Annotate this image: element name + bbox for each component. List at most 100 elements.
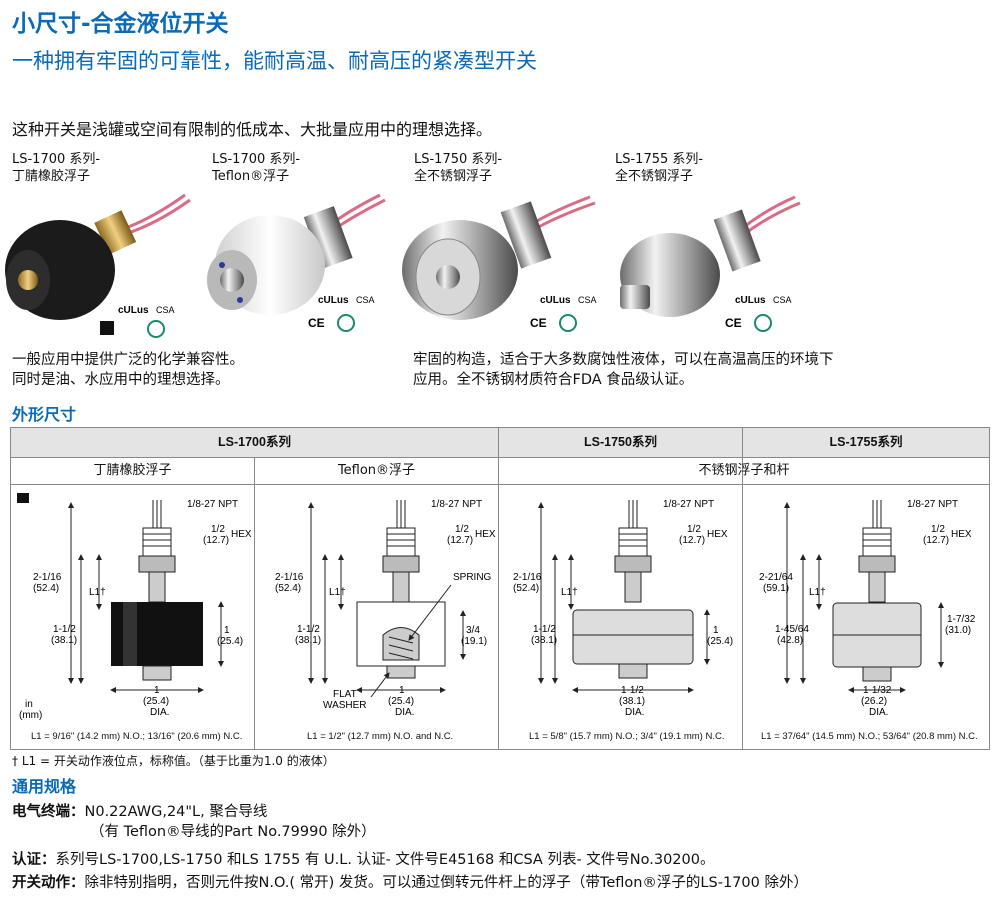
- svg-text:FLAT: FLAT: [333, 689, 357, 700]
- svg-text:DIA.: DIA.: [150, 707, 169, 718]
- svg-text:L1†: L1†: [89, 587, 106, 598]
- svg-text:1-1/2: 1-1/2: [533, 624, 556, 635]
- svg-text:L1†: L1†: [329, 587, 346, 598]
- svg-text:1-1/32: 1-1/32: [863, 685, 892, 696]
- svg-text:CSA: CSA: [156, 305, 175, 315]
- spec-cert: 认证：系列号LS-1700,LS-1750 和LS 1755 有 U.L. 认证…: [12, 852, 715, 868]
- dimensions-table: LS-1700系列 LS-1750系列 LS-1755系列 丁腈橡胶浮子 Tef…: [10, 427, 990, 750]
- svg-text:1/8-27 NPT: 1/8-27 NPT: [907, 499, 958, 510]
- svg-text:(38.1): (38.1): [295, 635, 321, 646]
- svg-text:1/2: 1/2: [455, 524, 469, 535]
- svg-text:1/8-27 NPT: 1/8-27 NPT: [663, 499, 714, 510]
- description-right: 牢固的构造，适合于大多数腐蚀性液体，可以在高温高压的环境下应用。全不锈钢材质符合…: [413, 352, 834, 388]
- svg-text:CSA: CSA: [773, 295, 792, 305]
- svg-text:2-21/64: 2-21/64: [759, 572, 793, 583]
- svg-text:1-1/2: 1-1/2: [53, 624, 76, 635]
- product-photos: cULus CSA cULus CSA CE cULus CSA C: [5, 193, 801, 338]
- svg-text:(25.4): (25.4): [217, 636, 243, 647]
- svg-text:CSA: CSA: [578, 295, 597, 305]
- drawing-nitrile: 1/8-27 NPT 1/2 (12.7) HEX L1† 2-1/16 (52…: [17, 493, 252, 721]
- page-title: 小尺寸-合金液位开关: [12, 11, 229, 37]
- svg-text:(25.4): (25.4): [388, 696, 414, 707]
- svg-text:WASHER: WASHER: [323, 700, 367, 711]
- svg-text:(12.7): (12.7): [203, 535, 229, 546]
- svg-text:(12.7): (12.7): [679, 535, 705, 546]
- subheader-stainless: 不锈钢浮子和杆: [499, 458, 989, 485]
- specs-heading: 通用规格: [12, 777, 77, 796]
- dimension-drawings: 1/8-27 NPT 1/2 (12.7) HEX L1† 2-1/16 (52…: [17, 493, 976, 721]
- svg-text:HEX: HEX: [475, 529, 496, 540]
- svg-text:(31.0): (31.0): [945, 625, 971, 636]
- svg-text:1-45/64: 1-45/64: [775, 624, 809, 635]
- svg-text:HEX: HEX: [707, 529, 728, 540]
- photo-ls1750: cULus CSA CE: [402, 195, 597, 332]
- product-label-ls1700-teflon: LS-1700 系列-Teflon®浮子: [212, 152, 301, 184]
- svg-text:1-1/2: 1-1/2: [297, 624, 320, 635]
- svg-text:cULus: cULus: [735, 295, 766, 306]
- svg-text:(12.7): (12.7): [447, 535, 473, 546]
- svg-text:3/4: 3/4: [466, 625, 480, 636]
- svg-text:L1†: L1†: [809, 587, 826, 598]
- product-label-ls1700-nitrile: LS-1700 系列-丁腈橡胶浮子: [12, 152, 101, 184]
- svg-text:1/2: 1/2: [931, 524, 945, 535]
- subheader-teflon: Teflon®浮子: [255, 458, 498, 485]
- drawing-teflon: 1/8-27 NPT 1/2 (12.7) HEX SPRING L1† 2-1…: [275, 499, 496, 718]
- svg-text:CSA: CSA: [356, 295, 375, 305]
- svg-text:2-1/16: 2-1/16: [513, 572, 542, 583]
- drawing-ls1750: 1/8-27 NPT 1/2 (12.7) HEX L1† 2-1/16 (52…: [513, 499, 733, 718]
- svg-text:1: 1: [399, 685, 405, 696]
- header-ls1750: LS-1750系列: [499, 428, 742, 458]
- subheader-nitrile: 丁腈橡胶浮子: [11, 458, 254, 485]
- footnote: † L1 = 开关动作液位点，标称值。（基于比重为1.0 的液体）: [12, 754, 335, 768]
- photo-ls1700-nitrile: cULus CSA: [5, 193, 191, 338]
- l1-note-ls1755: L1 = 37/64" (14.5 mm) N.O.; 53/64" (20.8…: [761, 731, 978, 742]
- svg-text:L1†: L1†: [561, 587, 578, 598]
- svg-text:in: in: [25, 699, 33, 710]
- svg-text:HEX: HEX: [231, 529, 252, 540]
- svg-text:1-1/2: 1-1/2: [621, 685, 644, 696]
- svg-text:(12.7): (12.7): [923, 535, 949, 546]
- l1-note-ls1750: L1 = 5/8" (15.7 mm) N.O.; 3/4" (19.1 mm)…: [529, 731, 725, 742]
- svg-text:1: 1: [713, 625, 719, 636]
- svg-text:(59.1): (59.1): [763, 583, 789, 594]
- svg-text:(52.4): (52.4): [33, 583, 59, 594]
- svg-text:(52.4): (52.4): [513, 583, 539, 594]
- svg-text:2-1/16: 2-1/16: [275, 572, 304, 583]
- svg-text:cULus: cULus: [318, 295, 349, 306]
- product-label-ls1755: LS-1755 系列-全不锈钢浮子: [615, 152, 704, 184]
- dimensions-heading: 外形尺寸: [12, 405, 77, 424]
- svg-text:CE: CE: [725, 316, 742, 330]
- svg-text:1-7/32: 1-7/32: [947, 614, 976, 625]
- svg-text:(mm): (mm): [19, 710, 42, 721]
- spec-lead-note: （有 Teflon®导线的Part No.79990 除外）: [90, 824, 376, 840]
- description-left: 一般应用中提供广泛的化学兼容性。同时是油、水应用中的理想选择。: [12, 352, 244, 388]
- svg-text:(19.1): (19.1): [461, 636, 487, 647]
- svg-text:1/8-27 NPT: 1/8-27 NPT: [431, 499, 482, 510]
- svg-text:1/2: 1/2: [687, 524, 701, 535]
- nitrile-symbol-icon: [17, 493, 29, 503]
- svg-text:cULus: cULus: [118, 305, 149, 316]
- svg-text:(25.4): (25.4): [143, 696, 169, 707]
- svg-text:cULus: cULus: [540, 295, 571, 306]
- svg-text:(26.2): (26.2): [861, 696, 887, 707]
- svg-text:2-1/16: 2-1/16: [33, 572, 62, 583]
- svg-text:1/2: 1/2: [211, 524, 225, 535]
- spec-lead: 电气终端：N0.22AWG,24"L, 聚合导线: [12, 804, 268, 820]
- svg-text:(38.1): (38.1): [51, 635, 77, 646]
- svg-text:CE: CE: [530, 316, 547, 330]
- svg-text:(25.4): (25.4): [707, 636, 733, 647]
- page-subtitle: 一种拥有牢固的可靠性，能耐高温、耐高压的紧凑型开关: [12, 49, 537, 73]
- svg-text:HEX: HEX: [951, 529, 972, 540]
- svg-text:1/8-27 NPT: 1/8-27 NPT: [187, 499, 238, 510]
- svg-text:1: 1: [224, 625, 230, 636]
- svg-text:DIA.: DIA.: [395, 707, 414, 718]
- svg-text:DIA.: DIA.: [869, 707, 888, 718]
- photo-ls1755: cULus CSA CE: [620, 195, 801, 332]
- svg-text:SPRING: SPRING: [453, 572, 492, 583]
- svg-text:DIA.: DIA.: [625, 707, 644, 718]
- svg-text:(38.1): (38.1): [531, 635, 557, 646]
- photo-ls1700-teflon: cULus CSA CE: [207, 193, 386, 332]
- header-ls1700: LS-1700系列: [11, 428, 498, 458]
- product-label-ls1750: LS-1750 系列-全不锈钢浮子: [414, 152, 503, 184]
- header-ls1755: LS-1755系列: [743, 428, 989, 458]
